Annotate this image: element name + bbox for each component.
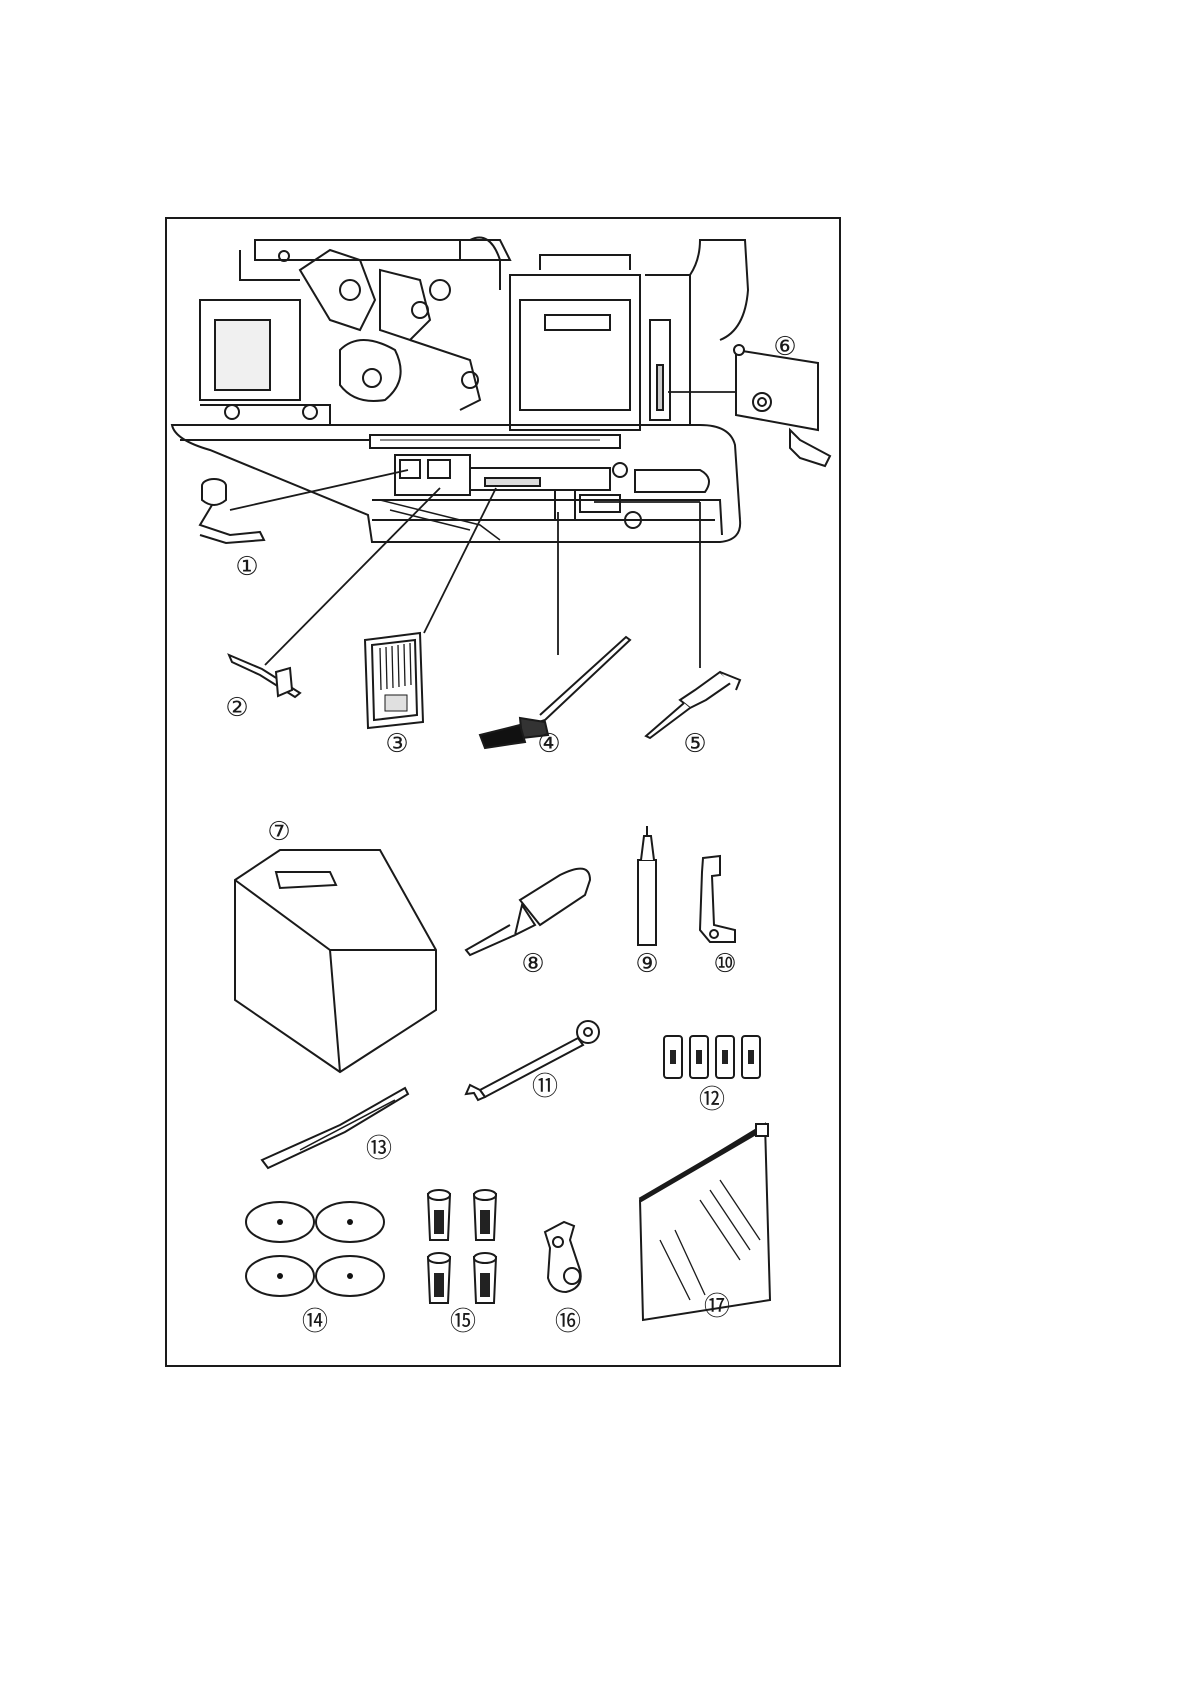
- callout-4: ④: [537, 729, 560, 759]
- needle-pack-part: [365, 633, 423, 728]
- dust-cover-part: [235, 850, 436, 1072]
- screwdriver-part: [466, 869, 590, 955]
- leader-lines: [230, 392, 736, 668]
- callout-7: ⑦: [267, 817, 290, 847]
- discs-part: [246, 1202, 384, 1296]
- spool-caps-part: [664, 1036, 760, 1078]
- presser-foot-part: [200, 479, 264, 543]
- cover-plate-part: [734, 345, 830, 466]
- zip-bag-part: [640, 1124, 770, 1320]
- bracket-part: [700, 856, 735, 942]
- callout-12: ⑫: [699, 1085, 725, 1115]
- callout-14: ⑭: [302, 1307, 328, 1337]
- machine-illustration: [172, 238, 748, 543]
- callout-16: ⑯: [555, 1307, 581, 1337]
- callout-6: ⑥: [773, 332, 796, 362]
- callout-13: ⑬: [366, 1134, 392, 1164]
- callout-10: ⑩: [713, 949, 736, 979]
- callout-1: ①: [235, 552, 258, 582]
- callout-11: ⑪: [532, 1072, 558, 1102]
- callout-8: ⑧: [521, 949, 544, 979]
- callout-3: ③: [385, 729, 408, 759]
- callout-15: ⑮: [450, 1307, 476, 1337]
- callout-5: ⑤: [683, 729, 706, 759]
- clip-part: [545, 1222, 581, 1292]
- callout-2: ②: [225, 693, 248, 723]
- oiler-part: [638, 826, 656, 945]
- knife-part: [229, 655, 300, 697]
- callout-17: ⑰: [704, 1292, 730, 1322]
- spool-holders-part: [428, 1190, 496, 1303]
- callout-9: ⑨: [635, 949, 658, 979]
